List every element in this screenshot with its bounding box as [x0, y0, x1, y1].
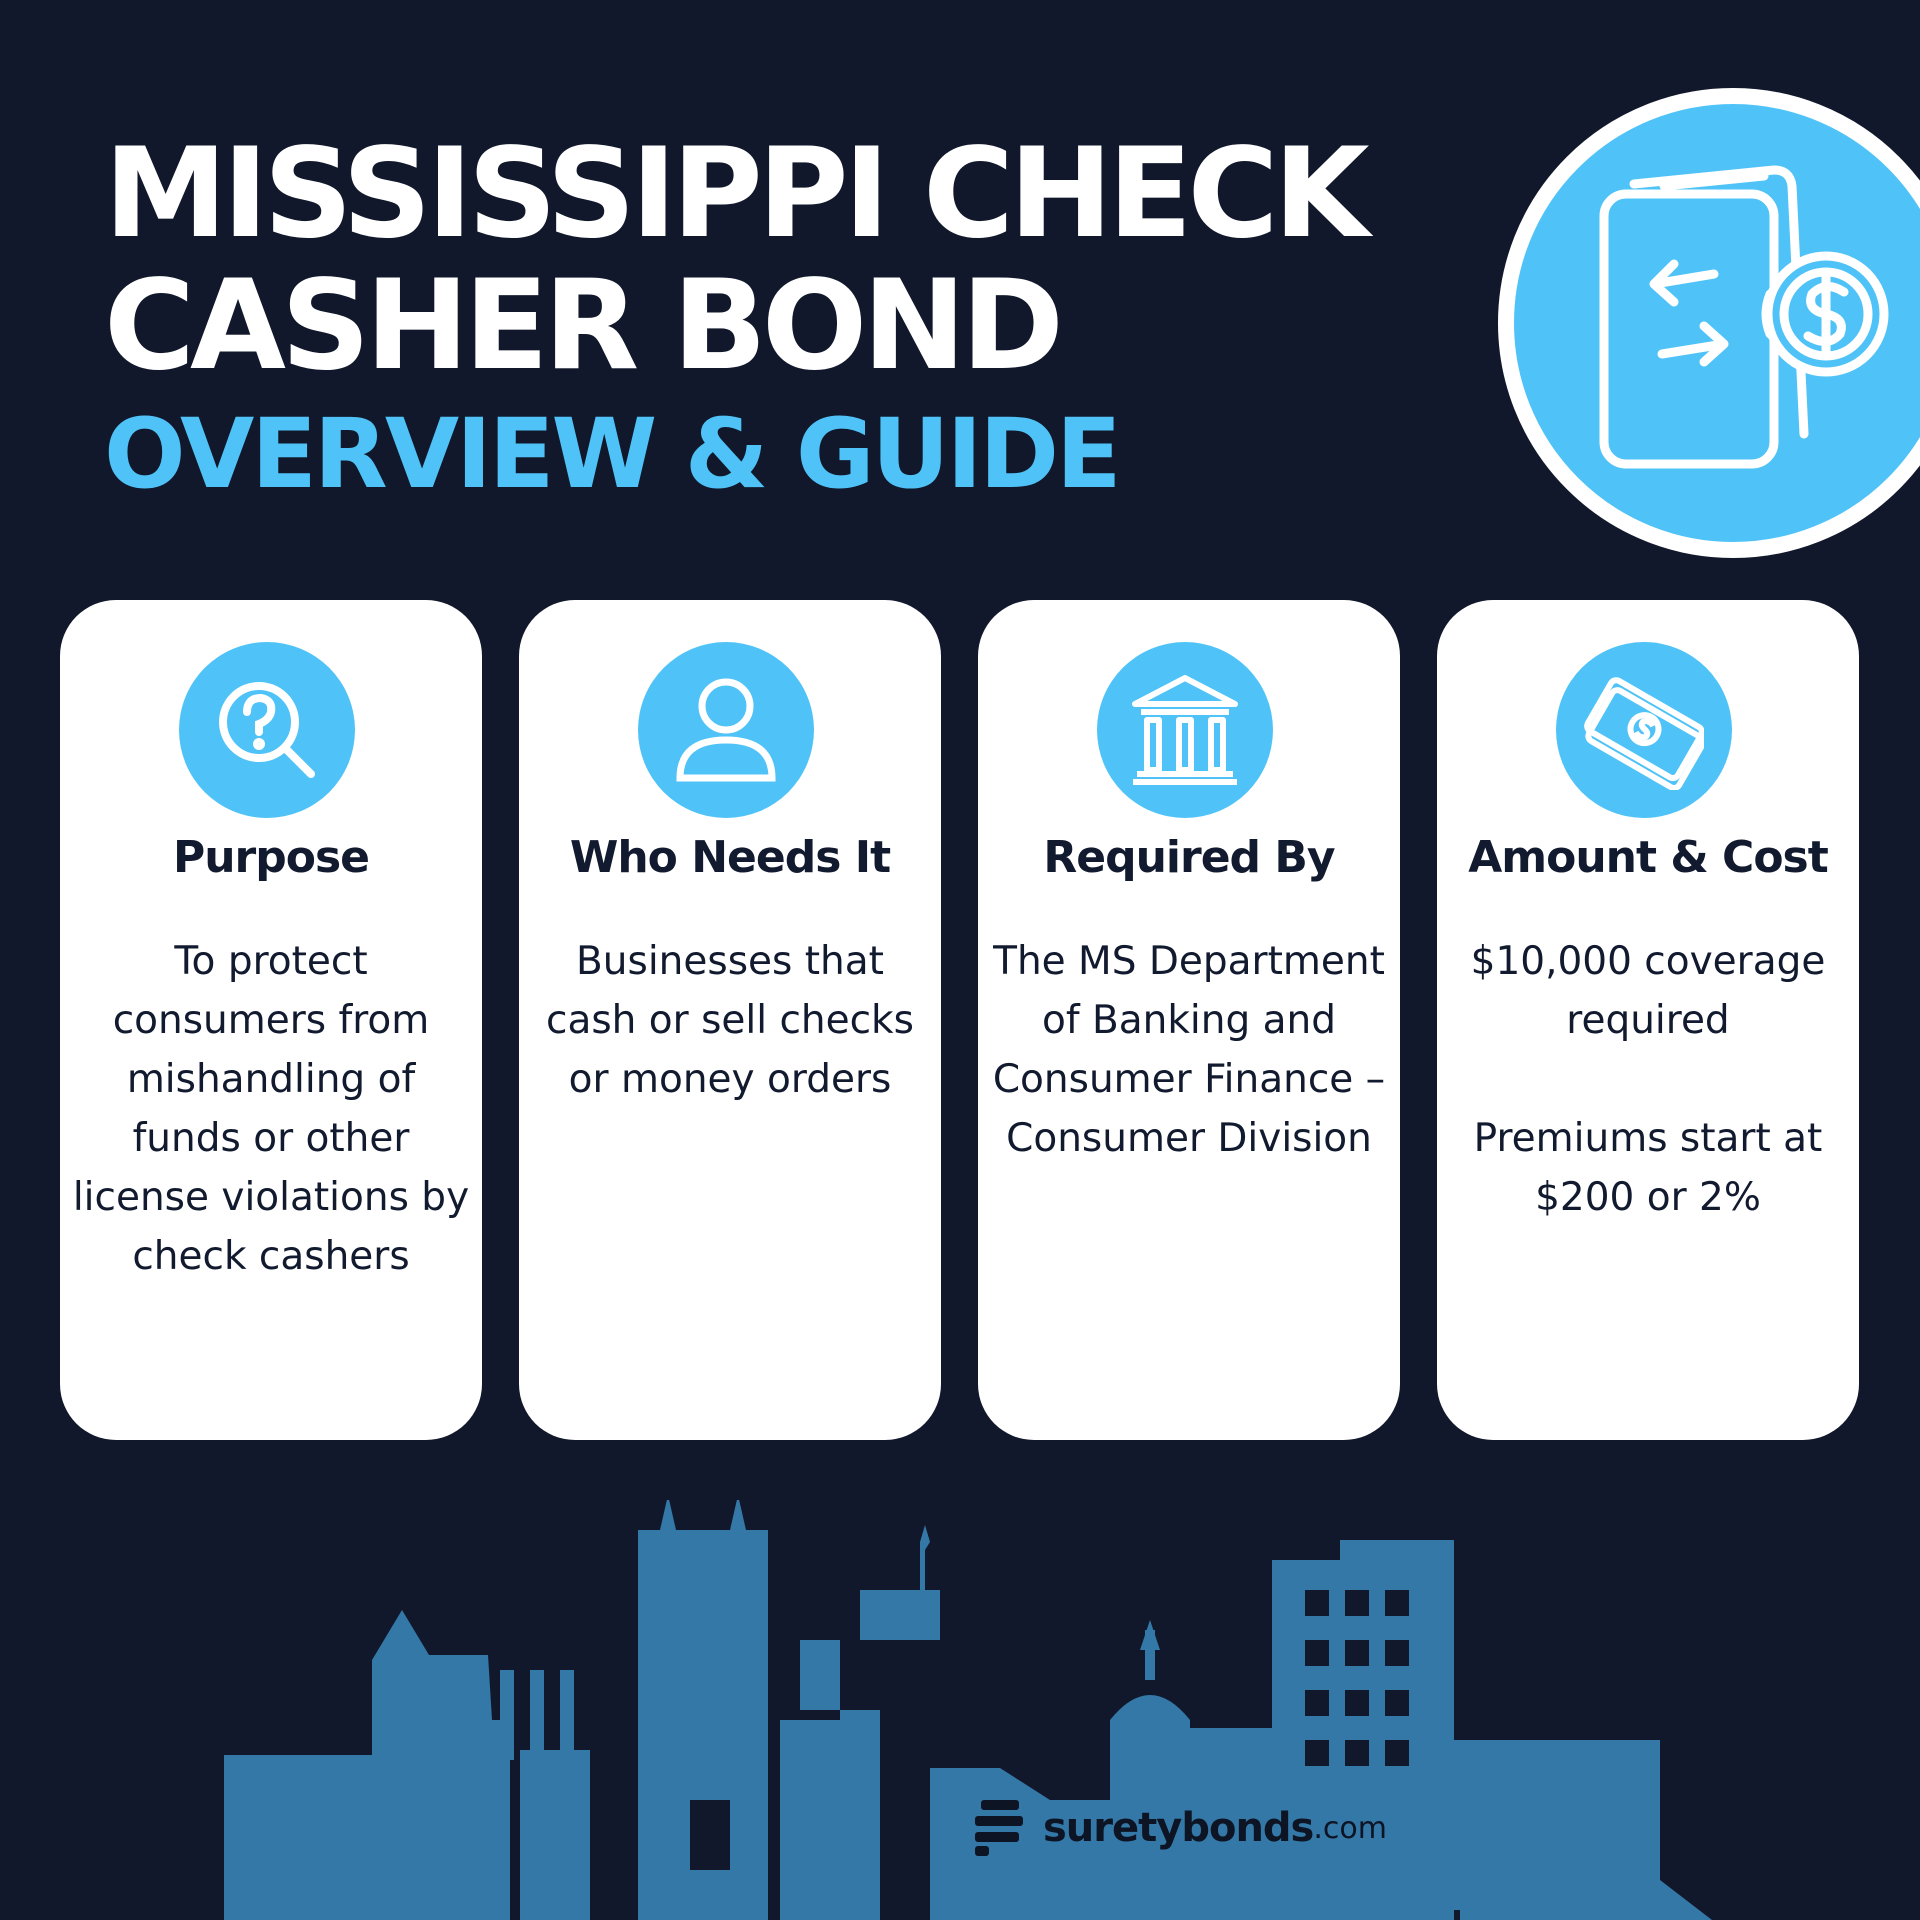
- card-title: Amount & Cost: [1468, 832, 1829, 883]
- city-skyline: [224, 1500, 1712, 1920]
- page-title-line-2: CASHER BOND: [104, 254, 1064, 398]
- card-title: Who Needs It: [569, 832, 891, 883]
- card-body-text: $10,000 coverage required: [1470, 939, 1826, 1043]
- brand-name: suretybonds: [1043, 1805, 1314, 1851]
- card-title: Required By: [1043, 832, 1335, 883]
- card-icon-badge: [1097, 642, 1273, 818]
- card-body: $10,000 coverage required Premiums start…: [1447, 932, 1849, 1227]
- card-title: Purpose: [172, 832, 370, 883]
- cash-bills-icon: [1584, 677, 1704, 790]
- card-body-text: Premiums start at $200 or 2%: [1473, 1116, 1823, 1220]
- page-subtitle: OVERVIEW & GUIDE: [104, 398, 1122, 510]
- bank-building-icon: [1132, 675, 1238, 785]
- suretybonds-logo-icon: [975, 1800, 1023, 1856]
- phone-payment-dollar-coin-icon: [1599, 165, 1889, 469]
- card-body-text: Businesses that cash or sell checks or m…: [546, 939, 914, 1102]
- card-icon-badge: [638, 642, 814, 818]
- card-body-text: The MS Department of Banking and Consume…: [992, 939, 1386, 1161]
- card-required-by: Required By The MS Department of Banking…: [978, 600, 1400, 1440]
- card-amount-cost: Amount & Cost $10,000 coverage required …: [1437, 600, 1859, 1440]
- question-magnifier-icon: [219, 682, 315, 778]
- person-icon: [676, 678, 776, 782]
- info-cards: Purpose To protect consumers from mishan…: [60, 600, 1860, 1440]
- card-icon-badge: [1556, 642, 1732, 818]
- card-who-needs-it: Who Needs It Businesses that cash or sel…: [519, 600, 941, 1440]
- card-body: To protect consumers from mishandling of…: [70, 932, 472, 1286]
- title-block: MISSISSIPPI CHECK CASHER BOND OVERVIEW &…: [104, 122, 1370, 514]
- hero-badge: [1498, 88, 1920, 558]
- card-body: The MS Department of Banking and Consume…: [988, 932, 1390, 1168]
- card-icon-badge: [179, 642, 355, 818]
- brand-tld: .com: [1313, 1810, 1387, 1846]
- card-body: Businesses that cash or sell checks or m…: [529, 932, 931, 1109]
- card-purpose: Purpose To protect consumers from mishan…: [60, 600, 482, 1440]
- page-title-line-1: MISSISSIPPI CHECK: [104, 122, 1370, 266]
- card-body-text: To protect consumers from mishandling of…: [72, 939, 470, 1279]
- brand-logo: suretybonds .com: [975, 1800, 1387, 1856]
